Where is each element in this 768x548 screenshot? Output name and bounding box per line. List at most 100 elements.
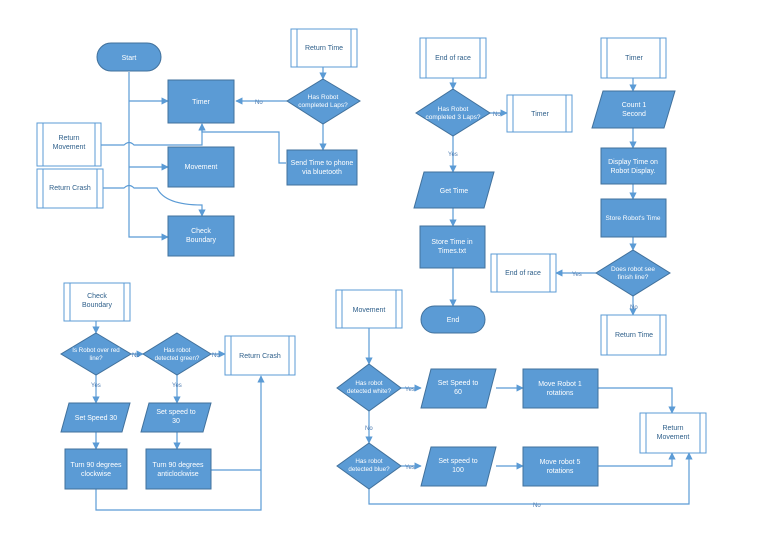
set-speed-30-a-label: Set Speed 30	[75, 415, 118, 422]
node-display-time: Display Time on Robot Display.	[600, 147, 667, 185]
send-time-to-phone-line1: Send Time to phone	[291, 160, 354, 167]
label-no-green: No	[212, 353, 220, 359]
count-1-second-line2: Second	[622, 111, 646, 118]
movement-main-process	[167, 146, 235, 188]
set-speed-30-a-io	[60, 402, 131, 433]
move-robot-1-line2: rotations	[547, 390, 574, 397]
set-speed-100-line1: Set speed to	[438, 458, 477, 465]
set-speed-60-line2: 60	[454, 389, 462, 396]
end-of-race-result-label: End of race	[505, 270, 541, 277]
is-robot-over-red-line1: Is Robot over red	[72, 347, 120, 354]
get-time-io	[413, 171, 495, 209]
label-yes-green: Yes	[172, 383, 182, 389]
set-speed-60-io	[420, 368, 497, 409]
label-no-laps: No	[255, 100, 263, 106]
return-movement-right-subroutine	[639, 412, 707, 454]
node-timer-main: Timer	[167, 79, 235, 124]
timer-head-label: Timer	[625, 55, 643, 62]
return-time-top-label: Return Time	[305, 45, 343, 52]
has-robot-detected-green-line1: Has robot	[164, 347, 191, 354]
node-return-crash-left: Return Crash	[36, 168, 104, 209]
has-robot-completed-3-laps-line1: Has Robot	[438, 106, 469, 113]
label-yes-red: Yes	[91, 383, 101, 389]
display-time-process	[600, 147, 667, 185]
has-robot-detected-white-line2: detected white?	[347, 388, 392, 395]
set-speed-30-b-line2: 30	[172, 418, 180, 425]
return-movement-left-line1: Return	[58, 135, 79, 142]
count-1-second-io	[591, 90, 676, 129]
node-set-speed-30-b: Set speed to 30	[140, 402, 212, 433]
node-return-movement-left: Return Movement	[36, 122, 102, 167]
set-speed-100-io	[420, 446, 497, 487]
movement-head-label: Movement	[353, 307, 386, 314]
node-store-time-in-times: Store Time in Times.txt	[419, 225, 486, 269]
label-no-3laps: No	[493, 112, 501, 118]
store-time-in-times-line2: Times.txt	[438, 248, 466, 255]
return-crash-right-label: Return Crash	[239, 353, 281, 360]
has-robot-completed-laps-line1: Has Robot	[308, 94, 339, 101]
node-end: End	[420, 305, 486, 334]
is-robot-over-red-decision	[60, 332, 132, 376]
label-yes-finish: Yes	[572, 272, 582, 278]
does-robot-see-finish-line1: Does robot see	[611, 266, 655, 273]
node-is-robot-over-red: Is Robot over red line?	[60, 332, 132, 376]
has-robot-completed-3-laps-decision	[415, 88, 491, 137]
turn-clockwise-line2: clockwise	[81, 471, 111, 478]
node-return-movement-right: Return Movement	[639, 412, 707, 454]
label-no-white: No	[365, 426, 373, 432]
node-has-robot-detected-green: Has robot detected green?	[142, 332, 212, 376]
node-has-robot-completed-laps: Has Robot completed Laps?	[286, 78, 361, 125]
timer-main-label: Timer	[192, 99, 210, 106]
check-boundary-main-process	[167, 215, 235, 257]
has-robot-detected-white-decision	[336, 363, 402, 412]
store-time-in-times-line1: Store Time in	[431, 239, 472, 246]
return-movement-left-subroutine	[36, 122, 102, 167]
node-has-robot-detected-blue: Has robot detected blue?	[336, 442, 402, 490]
movement-head-subroutine	[335, 289, 403, 329]
return-time-bottom-subroutine	[600, 314, 667, 356]
edge-labels: No No Yes Yes No No No Yes Yes Yes No Ye…	[91, 100, 638, 509]
store-robots-time-label: Store Robot's Time	[605, 215, 660, 222]
has-robot-detected-blue-decision	[336, 442, 402, 490]
return-time-bottom-label: Return Time	[615, 332, 653, 339]
has-robot-detected-green-decision	[142, 332, 212, 376]
label-yes-3laps: Yes	[448, 152, 458, 158]
send-time-to-phone-line2: via bluetooth	[302, 169, 342, 176]
node-does-robot-see-finish: Does robot see finish line?	[595, 249, 671, 297]
edge-cw-back-crash	[95, 375, 265, 511]
return-crash-right-subroutine	[224, 335, 296, 376]
has-robot-detected-green-line2: detected green?	[155, 355, 200, 362]
get-time-label: Get Time	[440, 188, 469, 195]
label-no-red: No	[132, 353, 140, 359]
node-return-crash-right: Return Crash	[224, 335, 296, 376]
display-time-line2: Robot Display.	[610, 168, 655, 175]
is-robot-over-red-line2: line?	[89, 355, 103, 362]
edge-start-spine	[128, 72, 169, 241]
label-no-blue: No	[533, 503, 541, 509]
edge-return-movement-timer	[101, 123, 206, 146]
node-end-of-race-result: End of race	[490, 253, 557, 293]
turn-clockwise-line1: Turn 90 degrees	[70, 462, 122, 469]
return-movement-right-line1: Return	[662, 425, 683, 432]
has-robot-detected-blue-line2: detected blue?	[348, 466, 390, 473]
check-boundary-main-line2: Boundary	[186, 237, 216, 244]
connectors	[92, 67, 693, 511]
move-robot-5-line1: Move robot 5	[540, 459, 581, 466]
has-robot-completed-laps-decision	[286, 78, 361, 125]
move-robot-1-line1: Move Robot 1	[538, 381, 582, 388]
timer-main-process	[167, 79, 235, 124]
return-movement-left-line2: Movement	[53, 144, 86, 151]
turn-anticlockwise-process	[145, 448, 212, 490]
end-label: End	[447, 317, 460, 324]
node-set-speed-60: Set Speed to 60	[420, 368, 497, 409]
turn-clockwise-process	[64, 448, 128, 490]
has-robot-completed-3-laps-line2: completed 3 Laps?	[426, 114, 481, 121]
return-time-top-subroutine	[290, 28, 358, 68]
movement-main-label: Movement	[185, 164, 218, 171]
node-timer-sub: Timer	[506, 94, 573, 133]
node-timer-head: Timer	[600, 37, 667, 79]
node-set-speed-100: Set speed to 100	[420, 446, 497, 487]
node-movement-main: Movement	[167, 146, 235, 188]
